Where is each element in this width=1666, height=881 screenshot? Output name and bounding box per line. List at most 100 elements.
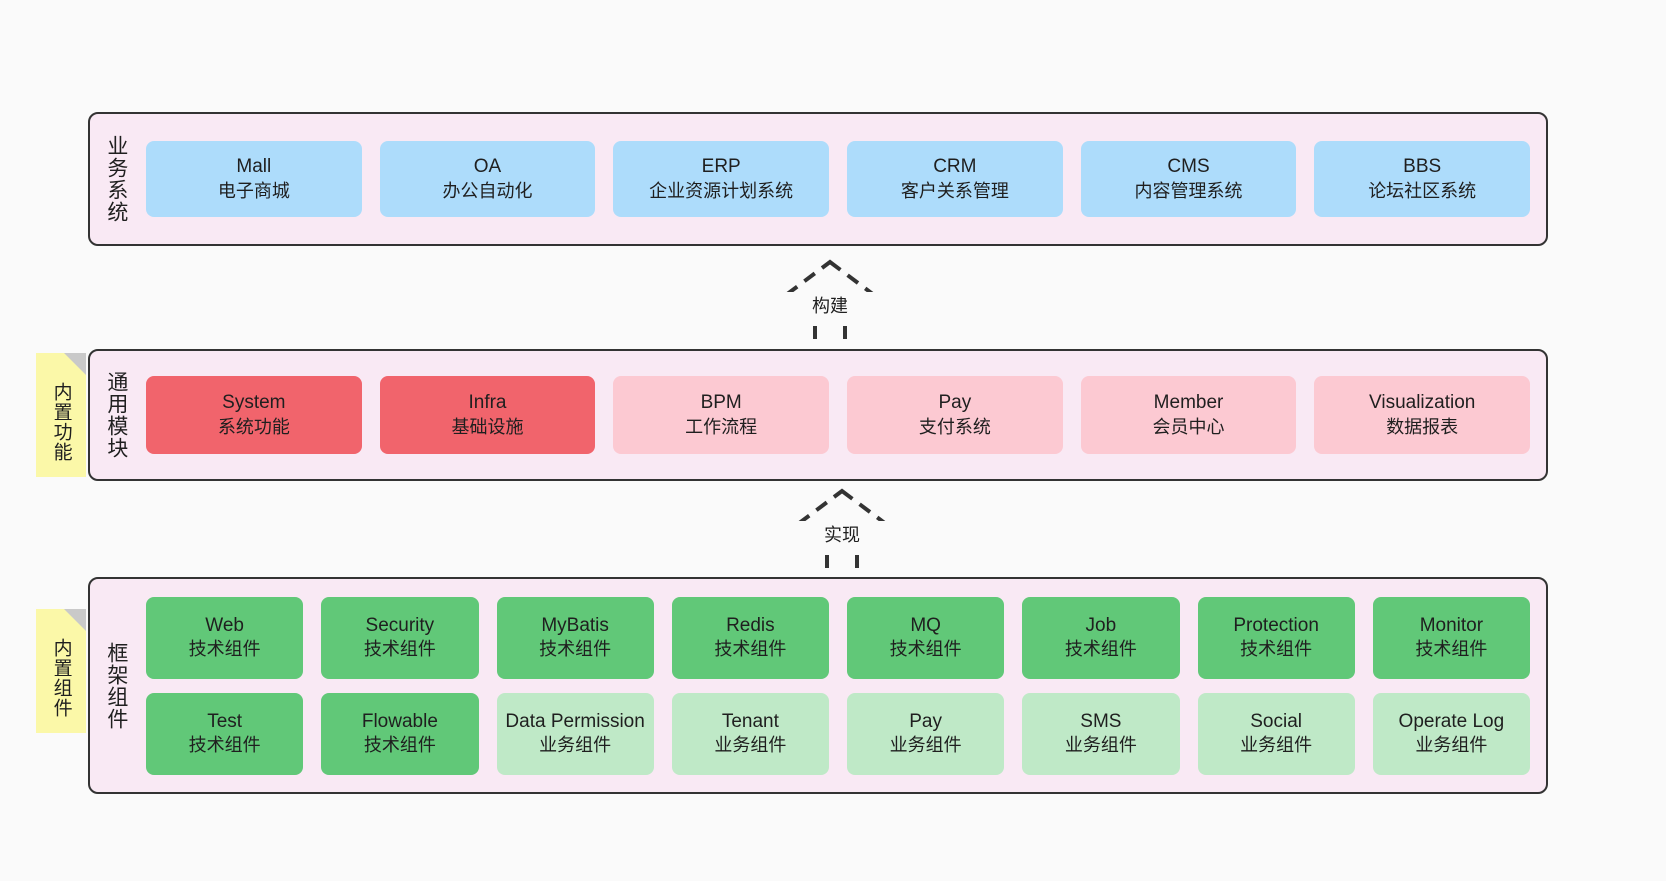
- node-sms-en: SMS: [1080, 710, 1122, 732]
- note-builtin-function: 内置功能: [36, 353, 86, 477]
- node-bpm-cn: 工作流程: [685, 416, 758, 437]
- node-visualization-cn: 数据报表: [1386, 416, 1459, 437]
- node-oa-en: OA: [473, 156, 502, 178]
- node-visualization[interactable]: Visualization 数据报表: [1314, 376, 1531, 454]
- node-pay-component-en: Pay: [909, 710, 942, 732]
- node-sms-cn: 业务组件: [1064, 735, 1137, 756]
- node-protection-cn: 技术组件: [1240, 639, 1313, 660]
- node-member-en: Member: [1153, 392, 1224, 414]
- layer-body-business: Mall 电子商城 OA 办公自动化 ERP 企业资源计划系统 CRM 客户关系…: [142, 114, 1546, 244]
- row-framework-tech: Web 技术组件 Security 技术组件 MyBatis 技术组件 Redi…: [146, 596, 1530, 679]
- node-monitor[interactable]: Monitor 技术组件: [1372, 596, 1530, 679]
- node-member-cn: 会员中心: [1152, 416, 1225, 437]
- node-crm-en: CRM: [933, 156, 977, 178]
- node-data-permission-cn: 业务组件: [539, 735, 612, 756]
- node-cms[interactable]: CMS 内容管理系统: [1080, 141, 1297, 217]
- node-security-cn: 技术组件: [363, 639, 436, 660]
- node-test[interactable]: Test 技术组件: [146, 692, 304, 775]
- node-visualization-en: Visualization: [1369, 392, 1476, 414]
- layer-title-business: 业务系统: [104, 135, 128, 223]
- node-tenant-en: Tenant: [721, 710, 779, 732]
- node-flowable[interactable]: Flowable 技术组件: [321, 692, 479, 775]
- node-mq-cn: 技术组件: [889, 639, 962, 660]
- node-pay-module-cn: 支付系统: [918, 416, 991, 437]
- row-modules: System 系统功能 Infra 基础设施 BPM 工作流程 Pay 支付系统…: [146, 376, 1531, 454]
- node-security[interactable]: Security 技术组件: [321, 596, 479, 679]
- node-redis[interactable]: Redis 技术组件: [671, 596, 829, 679]
- implement-arrow: 实现: [772, 487, 912, 573]
- node-job[interactable]: Job 技术组件: [1022, 596, 1180, 679]
- node-erp[interactable]: ERP 企业资源计划系统: [613, 141, 830, 217]
- node-test-cn: 技术组件: [188, 735, 261, 756]
- node-mall[interactable]: Mall 电子商城: [146, 141, 362, 217]
- node-job-cn: 技术组件: [1064, 639, 1137, 660]
- node-web[interactable]: Web 技术组件: [146, 596, 304, 679]
- node-pay-module[interactable]: Pay 支付系统: [847, 376, 1063, 454]
- node-oa-cn: 办公自动化: [442, 180, 533, 201]
- node-data-permission-en: Data Permission: [505, 710, 645, 732]
- node-test-en: Test: [207, 710, 243, 732]
- layer-body-modules: System 系统功能 Infra 基础设施 BPM 工作流程 Pay 支付系统…: [142, 351, 1546, 479]
- node-pay-module-en: Pay: [938, 392, 972, 414]
- layer-framework-components: 框架组件 Web 技术组件 Security 技术组件 MyBatis 技术组件…: [88, 577, 1548, 794]
- node-tenant[interactable]: Tenant 业务组件: [671, 692, 829, 775]
- node-system-en: System: [222, 392, 286, 414]
- node-pay-component[interactable]: Pay 业务组件: [847, 692, 1005, 775]
- node-monitor-en: Monitor: [1419, 614, 1484, 636]
- node-operate-log[interactable]: Operate Log 业务组件: [1372, 692, 1530, 775]
- node-social-en: Social: [1250, 710, 1302, 732]
- node-flowable-en: Flowable: [361, 710, 438, 732]
- row-framework-biz: Test 技术组件 Flowable 技术组件 Data Permission …: [146, 692, 1530, 775]
- node-infra-cn: 基础设施: [451, 416, 524, 437]
- node-monitor-cn: 技术组件: [1415, 639, 1488, 660]
- node-mq-en: MQ: [910, 614, 941, 636]
- node-bbs-en: BBS: [1403, 156, 1442, 178]
- node-mybatis[interactable]: MyBatis 技术组件: [496, 596, 654, 679]
- build-arrow-label: 构建: [760, 292, 900, 318]
- build-arrow: 构建: [760, 258, 900, 344]
- node-mybatis-en: MyBatis: [541, 614, 609, 636]
- implement-arrow-label: 实现: [772, 521, 912, 547]
- node-system-cn: 系统功能: [217, 416, 290, 437]
- node-web-en: Web: [205, 614, 244, 636]
- node-mall-en: Mall: [236, 156, 272, 178]
- node-cms-en: CMS: [1167, 156, 1210, 178]
- node-job-en: Job: [1085, 614, 1117, 636]
- node-operate-log-cn: 业务组件: [1415, 735, 1488, 756]
- note-builtin-component: 内置组件: [36, 609, 86, 733]
- node-crm-cn: 客户关系管理: [900, 180, 1009, 201]
- node-redis-cn: 技术组件: [714, 639, 787, 660]
- node-protection[interactable]: Protection 技术组件: [1197, 596, 1355, 679]
- node-mq[interactable]: MQ 技术组件: [847, 596, 1005, 679]
- node-infra-en: Infra: [468, 392, 507, 414]
- node-crm[interactable]: CRM 客户关系管理: [847, 141, 1063, 217]
- layer-common-modules: 通用模块 System 系统功能 Infra 基础设施 BPM 工作流程 Pay…: [88, 349, 1548, 481]
- row-business: Mall 电子商城 OA 办公自动化 ERP 企业资源计划系统 CRM 客户关系…: [146, 141, 1531, 217]
- node-erp-cn: 企业资源计划系统: [649, 180, 794, 201]
- node-social-cn: 业务组件: [1240, 735, 1313, 756]
- node-bbs-cn: 论坛社区系统: [1368, 180, 1477, 201]
- node-sms[interactable]: SMS 业务组件: [1022, 692, 1180, 775]
- node-security-en: Security: [365, 614, 435, 636]
- node-flowable-cn: 技术组件: [363, 735, 436, 756]
- node-erp-en: ERP: [701, 156, 741, 178]
- node-bbs[interactable]: BBS 论坛社区系统: [1314, 141, 1531, 217]
- node-protection-en: Protection: [1233, 614, 1319, 636]
- node-social[interactable]: Social 业务组件: [1197, 692, 1355, 775]
- node-member[interactable]: Member 会员中心: [1080, 376, 1297, 454]
- node-web-cn: 技术组件: [188, 639, 261, 660]
- node-bpm[interactable]: BPM 工作流程: [613, 376, 830, 454]
- node-oa[interactable]: OA 办公自动化: [379, 141, 596, 217]
- layer-business-systems: 业务系统 Mall 电子商城 OA 办公自动化 ERP 企业资源计划系统 CRM…: [88, 112, 1548, 246]
- node-redis-en: Redis: [726, 614, 775, 636]
- node-system[interactable]: System 系统功能: [146, 376, 362, 454]
- node-bpm-en: BPM: [700, 392, 742, 414]
- node-operate-log-en: Operate Log: [1398, 710, 1505, 732]
- node-data-permission[interactable]: Data Permission 业务组件: [496, 692, 654, 775]
- node-mall-cn: 电子商城: [217, 180, 290, 201]
- layer-body-framework: Web 技术组件 Security 技术组件 MyBatis 技术组件 Redi…: [142, 579, 1546, 792]
- node-tenant-cn: 业务组件: [714, 735, 787, 756]
- node-mybatis-cn: 技术组件: [539, 639, 612, 660]
- node-infra[interactable]: Infra 基础设施: [379, 376, 596, 454]
